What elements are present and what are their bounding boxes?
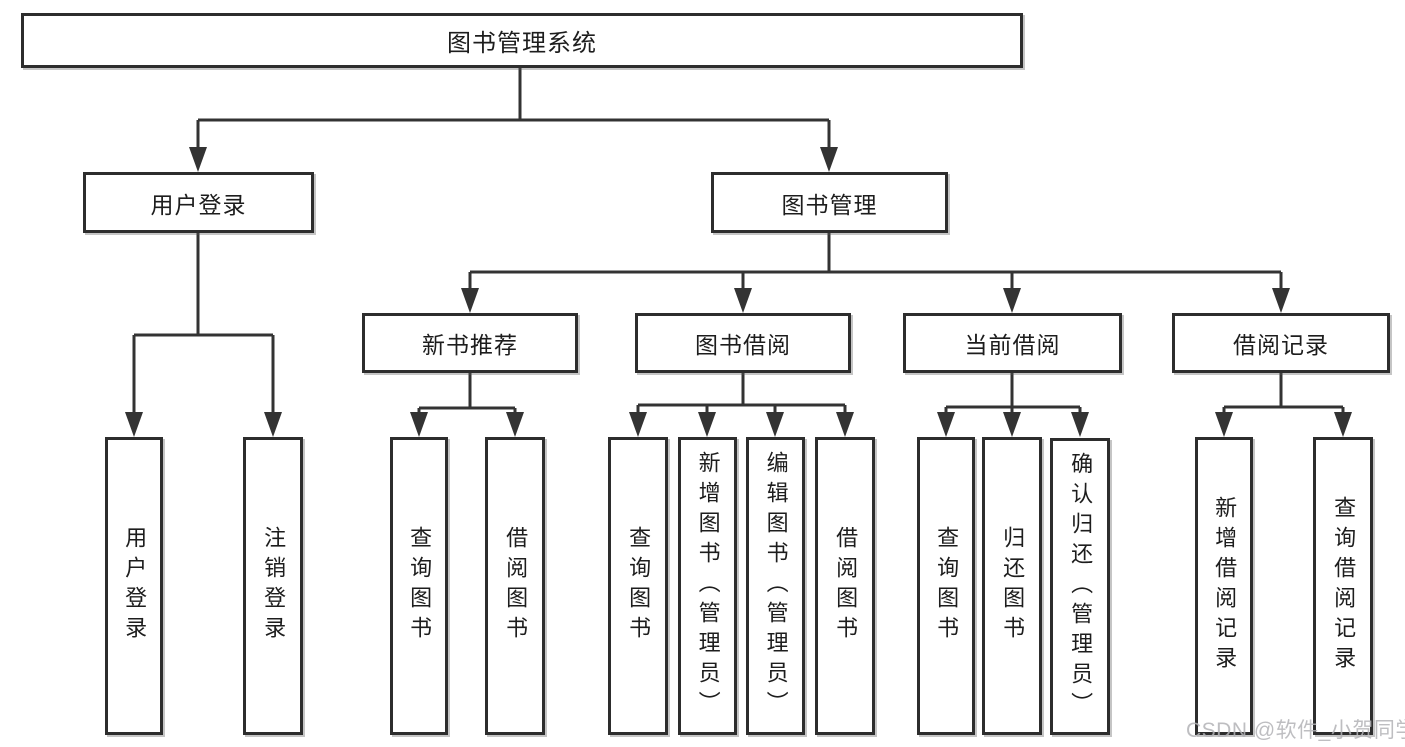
- node-root-system: 图书管理系统: [21, 13, 1023, 68]
- node-leaf-borrow-edit-admin: 编辑图书（管理员）: [746, 437, 805, 735]
- node-current-borrow: 当前借阅: [903, 313, 1122, 373]
- leaf-label: 编辑图书（管理员）: [763, 451, 789, 721]
- node-leaf-current-confirm-admin: 确认归还（管理员）: [1050, 438, 1110, 735]
- leaf-label: 查询图书: [407, 526, 433, 646]
- node-leaf-user-login: 用户登录: [105, 437, 163, 735]
- node-leaf-borrow-query: 查询图书: [608, 437, 668, 735]
- node-borrow-record: 借阅记录: [1172, 313, 1390, 373]
- leaf-label: 用户登录: [122, 526, 148, 646]
- leaf-label: 确认归还（管理员）: [1068, 451, 1094, 722]
- node-book-management: 图书管理: [711, 172, 948, 233]
- node-new-book-recommend: 新书推荐: [362, 313, 578, 373]
- leaf-label: 查询借阅记录: [1331, 496, 1357, 676]
- leaf-label: 借阅图书: [503, 526, 529, 646]
- csdn-watermark: CSDN @软件_小贺同学: [1186, 719, 1405, 742]
- node-leaf-borrow-add-admin: 新增图书（管理员）: [678, 437, 737, 735]
- leaf-label: 借阅图书: [833, 526, 859, 646]
- node-leaf-borrow-borrow: 借阅图书: [815, 437, 875, 735]
- node-leaf-logout: 注销登录: [243, 437, 303, 735]
- node-leaf-current-return: 归还图书: [982, 437, 1042, 735]
- node-leaf-current-query: 查询图书: [917, 437, 975, 735]
- node-leaf-record-query: 查询借阅记录: [1313, 437, 1373, 735]
- leaf-label: 注销登录: [261, 526, 287, 646]
- node-leaf-newbook-query: 查询图书: [390, 437, 448, 735]
- node-leaf-record-add: 新增借阅记录: [1195, 437, 1253, 735]
- leaf-label: 新增图书（管理员）: [695, 451, 721, 721]
- leaf-label: 查询图书: [626, 526, 652, 646]
- node-user-login: 用户登录: [83, 172, 314, 233]
- node-leaf-newbook-borrow: 借阅图书: [485, 437, 545, 735]
- node-book-borrow: 图书借阅: [635, 313, 851, 373]
- leaf-label: 新增借阅记录: [1212, 496, 1238, 676]
- leaf-label: 查询图书: [934, 526, 960, 646]
- leaf-label: 归还图书: [1000, 526, 1026, 646]
